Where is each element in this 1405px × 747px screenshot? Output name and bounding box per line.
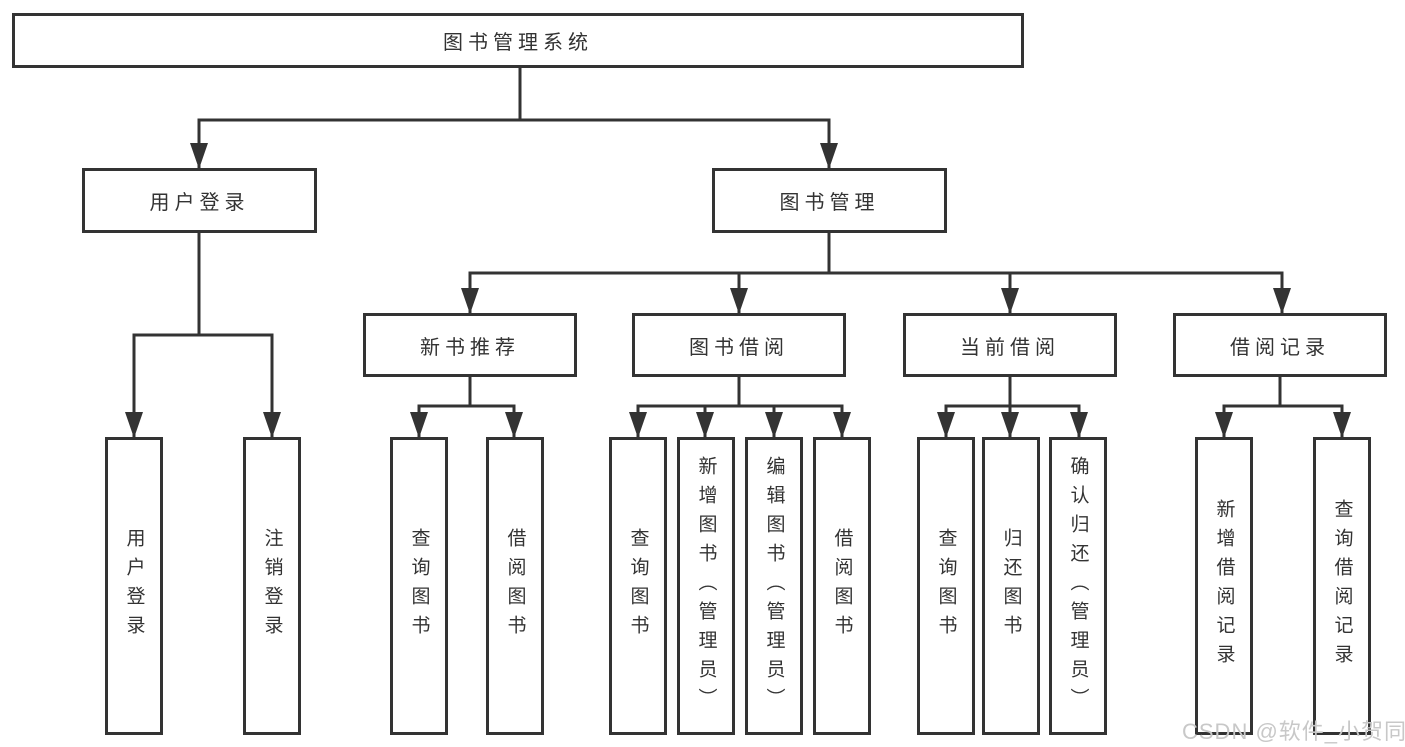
csdn-watermark: CSDN @软件_小贺同学	[1182, 719, 1405, 744]
node-current-borrow-label: 当前借阅	[960, 336, 1060, 359]
node-root-label: 图书管理系统	[443, 32, 593, 54]
node-root: 图书管理系统	[12, 13, 1024, 68]
leaf-bb-edit-books-admin: 编辑图书（管理员）	[745, 437, 803, 735]
node-current-borrow: 当前借阅	[903, 313, 1117, 377]
leaf-bb-borrow-books: 借阅图书	[813, 437, 871, 735]
node-user-login: 用户登录	[82, 168, 317, 233]
leaf-cb-query-books: 查询图书	[917, 437, 975, 735]
leaf-br-add-borrow-record: 新增借阅记录	[1195, 437, 1253, 735]
node-new-book-recommend-label: 新书推荐	[420, 336, 520, 359]
leaf-nbr-borrow-books-label: 借阅图书	[504, 528, 526, 644]
leaf-user-login-label: 用户登录	[123, 528, 145, 644]
leaf-br-add-borrow-record-label: 新增借阅记录	[1213, 499, 1235, 673]
connector-root-to-level2	[190, 66, 838, 169]
node-book-borrow-label: 图书借阅	[689, 336, 789, 359]
node-user-login-label: 用户登录	[149, 192, 250, 214]
leaf-br-query-borrow-record: 查询借阅记录	[1313, 437, 1371, 735]
leaf-cb-query-books-label: 查询图书	[935, 528, 957, 644]
leaf-cb-return-books-label: 归还图书	[1000, 528, 1022, 644]
leaf-cb-return-books: 归还图书	[982, 437, 1040, 735]
node-book-management: 图书管理	[712, 168, 947, 233]
connector-current-borrow-children	[937, 377, 1088, 438]
node-borrow-records: 借阅记录	[1173, 313, 1387, 377]
leaf-nbr-query-books: 查询图书	[390, 437, 448, 735]
leaf-logout: 注销登录	[243, 437, 301, 735]
node-borrow-records-label: 借阅记录	[1230, 336, 1330, 359]
leaf-bb-query-books: 查询图书	[609, 437, 667, 735]
leaf-cb-confirm-return-admin-label: 确认归还（管理员）	[1067, 455, 1089, 717]
connector-borrow-records-children	[1215, 377, 1351, 438]
leaf-logout-label: 注销登录	[261, 528, 283, 644]
connector-new-book-recommend-children	[410, 377, 523, 438]
leaf-nbr-query-books-label: 查询图书	[408, 528, 430, 644]
leaf-bb-borrow-books-label: 借阅图书	[831, 528, 853, 644]
leaf-nbr-borrow-books: 借阅图书	[486, 437, 544, 735]
connector-book-borrow-children	[629, 377, 851, 438]
leaf-br-query-borrow-record-label: 查询借阅记录	[1331, 499, 1353, 673]
leaf-bb-edit-books-admin-label: 编辑图书（管理员）	[763, 455, 785, 717]
leaf-bb-add-books-admin: 新增图书（管理员）	[677, 437, 735, 735]
leaf-bb-add-books-admin-label: 新增图书（管理员）	[695, 455, 717, 717]
connector-user-login-children	[125, 233, 281, 438]
leaf-user-login: 用户登录	[105, 437, 163, 735]
connector-book-management-bus	[461, 233, 1291, 314]
leaf-bb-query-books-label: 查询图书	[627, 528, 649, 644]
node-new-book-recommend: 新书推荐	[363, 313, 577, 377]
leaf-cb-confirm-return-admin: 确认归还（管理员）	[1049, 437, 1107, 735]
node-book-management-label: 图书管理	[779, 192, 880, 214]
node-book-borrow: 图书借阅	[632, 313, 846, 377]
